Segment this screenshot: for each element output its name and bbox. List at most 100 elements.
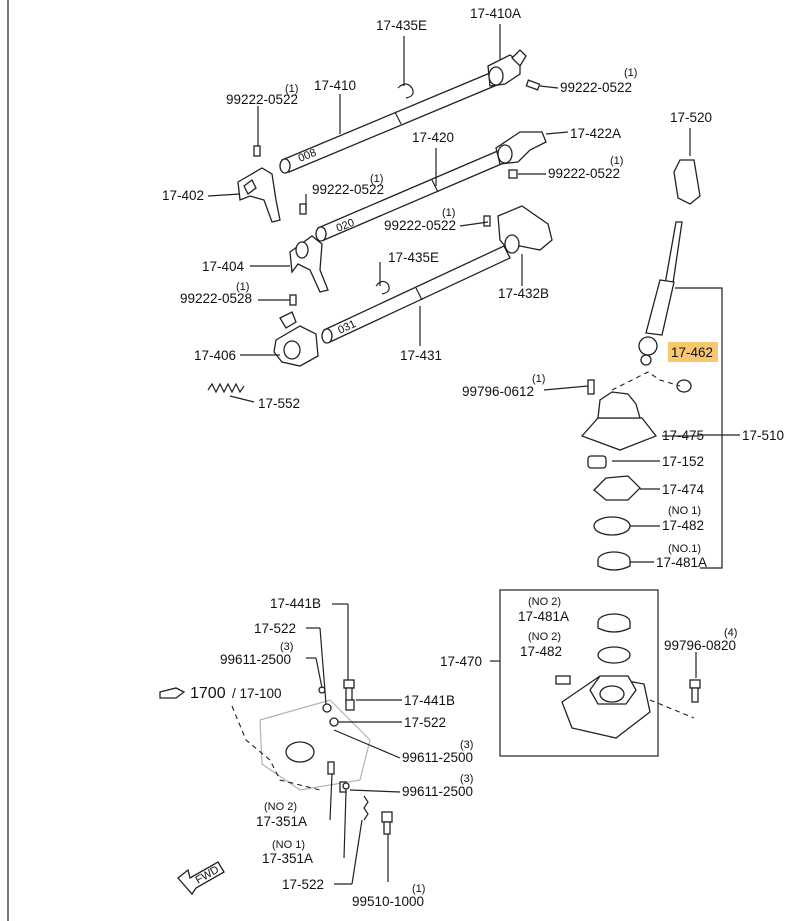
seal-17-482-no2 <box>597 646 631 664</box>
label-17-351A-no2: 17-351A <box>256 814 307 829</box>
washer-17-522-a <box>322 703 332 713</box>
seal-17-481A-no2 <box>597 613 631 633</box>
label-17-435E-top: 17-435E <box>376 18 427 33</box>
label-17-402: 17-402 <box>162 188 204 203</box>
label-17-481A-no: (NO.1) <box>668 543 701 555</box>
pin-99222-0522-c <box>508 169 518 179</box>
label-17-475: 17-475 <box>662 428 704 443</box>
label-17-410: 17-410 <box>314 78 356 93</box>
label-17-481A-no2-no: (NO 2) <box>528 596 561 608</box>
label-17-404: 17-404 <box>202 259 245 274</box>
fwd-arrow-icon <box>177 861 225 896</box>
label-17-522-b: 17-522 <box>404 715 446 730</box>
label-99222-0522-b-qty: (1) <box>285 83 298 95</box>
bolt-17-351A-no2 <box>327 761 335 775</box>
label-17-481A-no2: 17-481A <box>518 609 569 624</box>
label-17-441B-top: 17-441B <box>270 596 321 611</box>
bolt-17-441B-top <box>343 679 355 703</box>
gasket-99611-2500-c <box>342 782 350 790</box>
label-99611-2500-a-qty: (3) <box>280 641 293 653</box>
spring-lower <box>363 795 369 821</box>
label-17-482: 17-482 <box>662 518 704 533</box>
label-99222-0528-qty: (1) <box>236 281 249 293</box>
label-17-474: 17-474 <box>662 482 705 497</box>
label-99796-0820: 99796-0820 <box>664 638 736 653</box>
shift-fork-17-404 <box>289 235 329 293</box>
label-99796-0612-qty: (1) <box>532 373 545 385</box>
label-17-351A-no1: 17-351A <box>262 851 313 866</box>
label-99222-0522-a: 99222-0522 <box>560 80 632 95</box>
label-99611-2500-b: 99611-2500 <box>402 750 473 765</box>
label-99222-0522-c-qty: (1) <box>610 155 623 167</box>
pin-99222-0522-d <box>299 203 307 215</box>
label-17-482-no2: 17-482 <box>520 644 562 659</box>
label-99222-0522-e: 99222-0522 <box>384 218 456 233</box>
label-17-522-c: 17-522 <box>282 877 324 892</box>
reference-arrow-icon <box>159 687 186 699</box>
bracket-17-510 <box>675 287 723 569</box>
shift-fork-17-402 <box>237 167 281 223</box>
clip-17-435E-mid <box>375 280 390 295</box>
gasket-17-474 <box>593 475 641 501</box>
transmission-case-17-100 <box>231 699 371 791</box>
label-99222-0522-d-qty: (1) <box>370 173 383 185</box>
housing-17-470 <box>561 675 651 739</box>
label-17-152: 17-152 <box>662 454 704 469</box>
label-99222-0522-d: 99222-0522 <box>312 182 384 197</box>
dash-462 <box>611 371 681 391</box>
label-17-351A-no1-no: (NO 1) <box>272 839 305 851</box>
shift-fork-17-432B <box>497 205 553 254</box>
label-17-462: 17-462 <box>671 345 713 360</box>
label-17-552: 17-552 <box>258 396 300 411</box>
label-17-431: 17-431 <box>400 348 442 363</box>
label-17-100: / 17-100 <box>232 686 282 701</box>
label-17-406: 17-406 <box>194 348 236 363</box>
pin-99222-0522-e <box>483 215 491 227</box>
label-17-435E-mid: 17-435E <box>388 250 439 265</box>
bushing-17-462 <box>676 379 692 393</box>
label-99611-2500-b-qty: (3) <box>460 739 473 751</box>
shift-fork-17-410A <box>487 49 527 87</box>
label-99510-1000-qty: (1) <box>412 883 425 895</box>
pin-99222-0522-a <box>525 79 541 91</box>
pin-99222-0528 <box>289 294 297 306</box>
seal-17-482 <box>593 516 631 536</box>
shift-fork-17-406 <box>273 311 319 367</box>
label-17-422A: 17-422A <box>570 126 621 141</box>
label-17-470: 17-470 <box>440 654 482 669</box>
label-99796-0612: 99796-0612 <box>462 384 534 399</box>
bolt-17-441B-mid <box>345 699 355 711</box>
label-17-441B-mid: 17-441B <box>404 693 455 708</box>
bolt-99796-0820 <box>689 679 701 703</box>
boot-17-475 <box>580 391 658 451</box>
label-17-522-a: 17-522 <box>254 621 296 636</box>
label-99222-0522-c: 99222-0522 <box>548 166 620 181</box>
label-99611-2500-c-qty: (3) <box>460 773 473 785</box>
shift-lever-17-510 <box>638 221 683 366</box>
bolt-99796-0612 <box>587 379 595 395</box>
leader-lines-lower <box>306 603 402 885</box>
label-1700: 1700 <box>190 685 226 702</box>
seal-17-481A <box>597 551 631 571</box>
bolt-box <box>555 675 571 685</box>
leader-lines <box>207 24 589 403</box>
label-17-420: 17-420 <box>412 130 454 145</box>
label-99510-1000: 99510-1000 <box>352 894 424 909</box>
clip-17-435E-top <box>397 83 414 99</box>
label-17-432B: 17-432B <box>498 286 549 301</box>
label-17-481A: 17-481A <box>656 555 707 570</box>
shift-knob-17-520 <box>673 159 701 205</box>
shift-rod-17-431: 031 <box>321 245 511 344</box>
label-17-482-no: (NO 1) <box>668 505 701 517</box>
shift-fork-17-422A <box>495 131 547 165</box>
label-99222-0522-b: 99222-0522 <box>226 92 298 107</box>
shift-rod-17-410: 008 <box>279 72 498 174</box>
plug-17-152 <box>587 455 607 469</box>
label-99222-0522-a-qty: (1) <box>624 67 637 79</box>
highlight-17-462 <box>668 342 718 362</box>
label-99611-2500-c: 99611-2500 <box>402 784 473 799</box>
label-99611-2500-a: 99611-2500 <box>220 652 291 667</box>
plug-99510-1000 <box>381 811 393 835</box>
